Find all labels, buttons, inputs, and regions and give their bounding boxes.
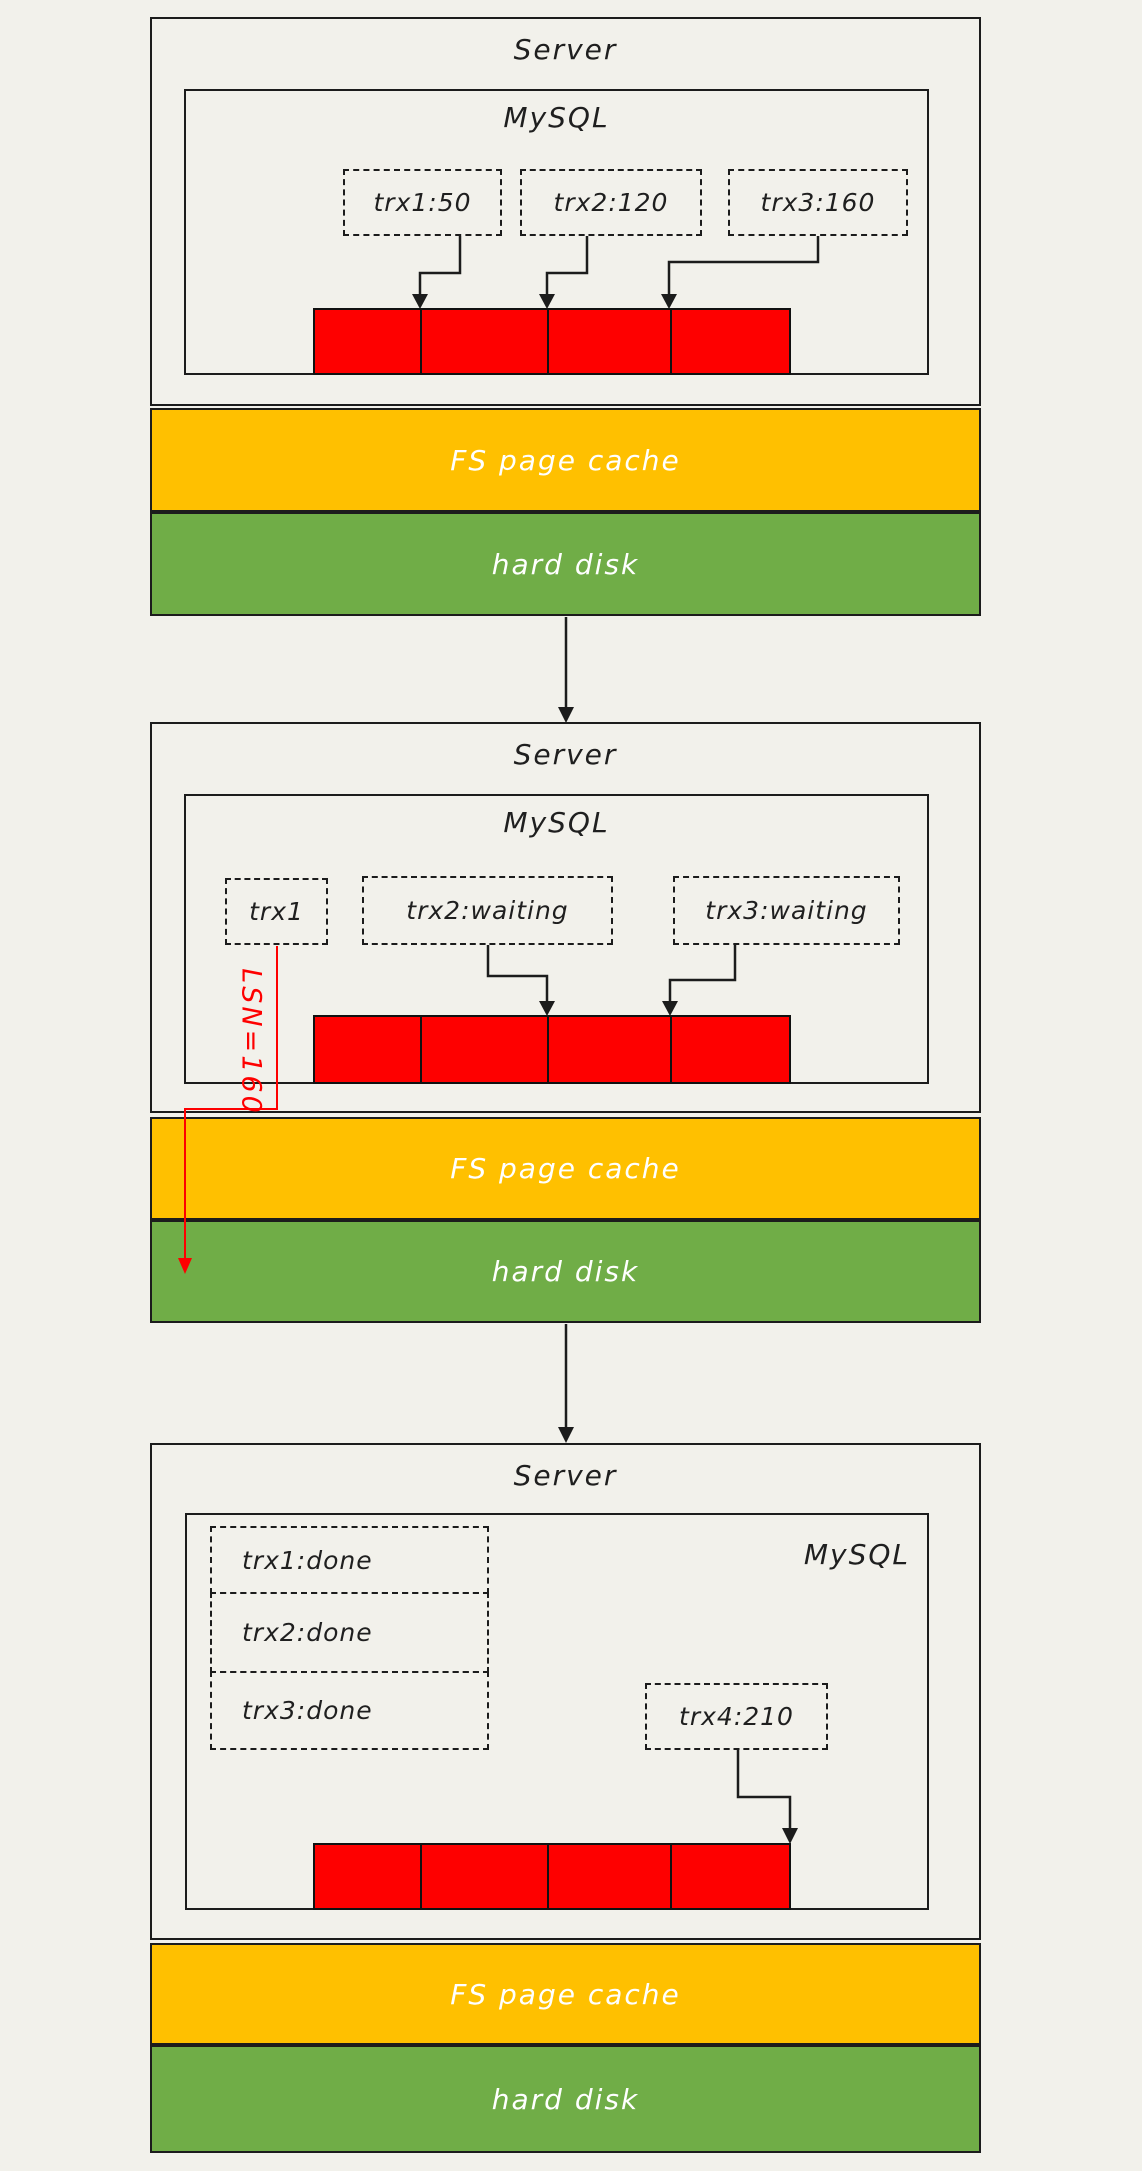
redo-log-bar-3 [313, 1843, 791, 1910]
log-segment-divider [547, 310, 549, 373]
hard-disk-bar-2: hard disk [150, 1220, 981, 1323]
log-segment-divider [547, 1017, 549, 1082]
trx-box-trx4-210: trx4:210 [645, 1683, 828, 1750]
log-segment-divider [670, 310, 672, 373]
hard-disk-bar-1: hard disk [150, 512, 981, 616]
redo-log-bar-1 [313, 308, 791, 375]
hard-disk-bar-3: hard disk [150, 2045, 981, 2153]
lsn-annotation: LSN=160 [235, 968, 267, 1116]
log-segment-divider [670, 1017, 672, 1082]
log-segment-divider [420, 1845, 422, 1908]
trx-box-trx2-120: trx2:120 [520, 169, 702, 236]
fs-page-cache-bar-3: FS page cache [150, 1943, 981, 2045]
server-title-3: Server [513, 1459, 618, 1492]
trx-box-trx1-50: trx1:50 [343, 169, 502, 236]
arrowhead [558, 707, 574, 723]
server-box-1: Server [150, 17, 981, 406]
log-segment-divider [420, 310, 422, 373]
trx-box-trx1: trx1 [225, 878, 328, 945]
server-title-2: Server [513, 738, 618, 771]
server-box-2: Server [150, 722, 981, 1113]
trx-box-trx1-done: trx1:done [210, 1526, 489, 1594]
mysql-title-3: MySQL [803, 1538, 910, 1571]
log-segment-divider [670, 1845, 672, 1908]
trx-box-trx3-done: trx3:done [210, 1671, 489, 1750]
server-title-1: Server [513, 33, 618, 66]
server-box-3: Server [150, 1443, 981, 1940]
redo-log-bar-2 [313, 1015, 791, 1084]
trx-box-trx3-160: trx3:160 [728, 169, 908, 236]
log-segment-divider [420, 1017, 422, 1082]
trx-box-trx2-waiting: trx2:waiting [362, 876, 613, 945]
trx-box-trx2-done: trx2:done [210, 1592, 489, 1673]
fs-page-cache-bar-2: FS page cache [150, 1117, 981, 1220]
trx-box-trx3-waiting: trx3:waiting [673, 876, 900, 945]
mysql-title-1: MySQL [503, 101, 610, 134]
mysql-title-2: MySQL [503, 806, 610, 839]
fs-page-cache-bar-1: FS page cache [150, 408, 981, 512]
arrowhead [558, 1427, 574, 1443]
log-segment-divider [547, 1845, 549, 1908]
